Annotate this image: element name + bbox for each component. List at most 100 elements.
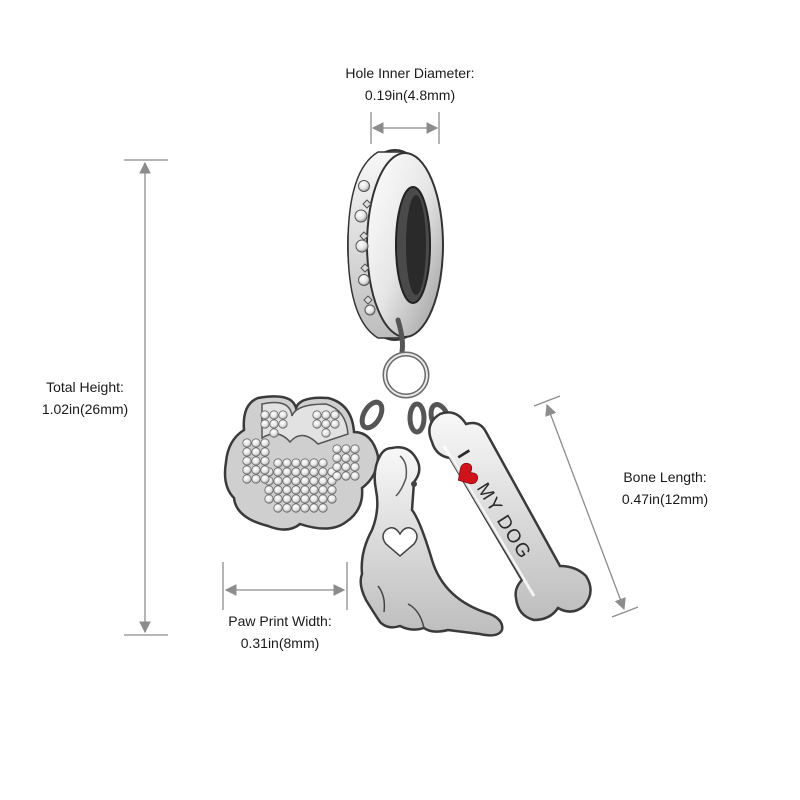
paw-stone [273, 476, 283, 486]
bone-length-value: 0.47in(12mm) [621, 491, 709, 507]
paw-stone [309, 503, 319, 513]
paw-stone [260, 465, 270, 475]
paw-stone [350, 453, 360, 463]
hole-diameter-value: 0.19in(4.8mm) [364, 87, 456, 103]
paw-stone [260, 447, 270, 457]
paw-stone [350, 444, 360, 454]
paw-stone [291, 485, 301, 495]
paw-stone [260, 456, 270, 466]
paw-stone [282, 458, 292, 468]
paw-stone [242, 456, 252, 466]
paw-stone [300, 467, 310, 477]
paw-stone [260, 438, 270, 448]
paw-print-pendant [223, 395, 380, 531]
paw-width-value: 0.31in(8mm) [240, 635, 320, 651]
paw-stone [251, 438, 261, 448]
paw-stone [318, 476, 328, 486]
paw-stone [269, 410, 279, 420]
paw-stone [300, 503, 310, 513]
paw-stone [300, 476, 310, 486]
paw-width-title: Paw Print Width: [228, 613, 332, 629]
paw-stone [251, 456, 261, 466]
paw-stone [264, 485, 274, 495]
paw-stone [260, 419, 270, 429]
paw-stone [269, 419, 279, 429]
paw-stone [242, 465, 252, 475]
paw-stone [273, 467, 283, 477]
paw-stone [309, 458, 319, 468]
bone-dimension-line [545, 403, 626, 611]
paw-stone [332, 453, 342, 463]
paw-stone [318, 494, 328, 504]
paw-stone [291, 467, 301, 477]
paw-stone [341, 462, 351, 472]
bone-length-label: Bone Length: 0.47in(12mm) [590, 466, 740, 510]
bone-tick-top [533, 395, 561, 407]
paw-stone [291, 494, 301, 504]
paw-stone [278, 410, 288, 420]
paw-stone [264, 494, 274, 504]
paw-stone [309, 467, 319, 477]
paw-stone [321, 410, 331, 420]
paw-stone [321, 428, 331, 438]
paw-width-label: Paw Print Width: 0.31in(8mm) [180, 610, 380, 654]
paw-stone [350, 471, 360, 481]
bone-pendant: I MY DOG [428, 411, 592, 622]
paw-stone [341, 444, 351, 454]
paw-stone [318, 467, 328, 477]
paw-stone [312, 410, 322, 420]
paw-stone [282, 467, 292, 477]
paw-stone [242, 447, 252, 457]
paw-stone [318, 503, 328, 513]
total-height-value: 1.02in(26mm) [41, 401, 129, 417]
paw-stone [282, 503, 292, 513]
paw-stone [332, 462, 342, 472]
total-height-title: Total Height: [46, 379, 124, 395]
paw-stone [269, 428, 279, 438]
paw-stone [260, 410, 270, 420]
hole-diameter-label: Hole Inner Diameter: 0.19in(4.8mm) [300, 62, 520, 106]
paw-stone [330, 419, 340, 429]
dog-heart-cutout [382, 527, 418, 557]
paw-stone [309, 476, 319, 486]
paw-stone [332, 471, 342, 481]
paw-stone [300, 494, 310, 504]
paw-stone [291, 458, 301, 468]
paw-stone [321, 419, 331, 429]
paw-stone [291, 476, 301, 486]
paw-stones [242, 410, 360, 513]
heart-icon [457, 462, 479, 485]
paw-stone [350, 462, 360, 472]
paw-stone [332, 444, 342, 454]
paw-stone [251, 447, 261, 457]
spacer-bead [347, 149, 444, 341]
paw-stone [273, 494, 283, 504]
dog-pendant [359, 446, 504, 637]
paw-stone [318, 485, 328, 495]
dimension-lines [124, 112, 639, 636]
paw-stone [309, 494, 319, 504]
paw-stone [318, 458, 328, 468]
paw-stone [273, 458, 283, 468]
paw-stone [282, 494, 292, 504]
paw-stone [251, 465, 261, 475]
paw-stone [282, 485, 292, 495]
paw-stone [341, 471, 351, 481]
paw-stone [242, 438, 252, 448]
paw-stone [273, 485, 283, 495]
paw-stone [282, 476, 292, 486]
paw-stone [278, 419, 288, 429]
bead-stones [354, 180, 376, 316]
paw-stone [260, 474, 270, 484]
total-height-label: Total Height: 1.02in(26mm) [10, 376, 160, 420]
bone-tick-bottom [611, 606, 639, 618]
paw-stone [327, 494, 337, 504]
paw-stone [327, 485, 337, 495]
paw-stone [251, 474, 261, 484]
paw-stone [300, 458, 310, 468]
paw-stone [312, 419, 322, 429]
paw-stone [309, 485, 319, 495]
paw-stone [242, 474, 252, 484]
paw-stone [273, 503, 283, 513]
